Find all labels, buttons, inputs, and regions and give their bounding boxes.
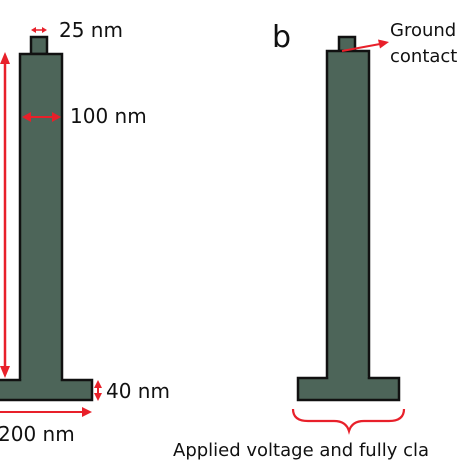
panel-a-top-contact-label: 25 nm — [59, 18, 123, 42]
panel-b-curly-brace — [291, 408, 406, 435]
panel-b-pillar — [325, 49, 371, 382]
panel-a-top-contact — [29, 35, 49, 56]
panel-b-base — [296, 376, 401, 402]
panel-a-pillar — [18, 52, 64, 384]
panel-a-contact-width-arrow — [31, 27, 47, 33]
panel-b-bottom-label: Applied voltage and fully cla — [173, 440, 429, 461]
panel-a: 25 nm 100 nm 40 nm 200 nm — [0, 18, 170, 446]
panel-b-ground-label-line1: Ground — [390, 20, 456, 41]
panel-a-base-width-label: 200 nm — [0, 422, 75, 446]
panel-b: b Ground contact Applied voltage and ful… — [173, 20, 457, 461]
panel-a-base-width-arrow — [0, 407, 92, 417]
panel-a-height-arrow — [0, 52, 10, 378]
panel-a-base-height-arrow — [94, 380, 102, 401]
panel-b-ground-contact-arrow — [341, 39, 389, 52]
panel-b-ground-label-line2: contact — [390, 46, 457, 67]
panel-a-base — [0, 378, 94, 402]
panel-a-pillar-width-label: 100 nm — [70, 104, 147, 128]
panel-a-pillar-width-arrow — [22, 112, 61, 122]
panel-b-letter: b — [272, 20, 291, 55]
panel-a-base-height-label: 40 nm — [106, 379, 170, 403]
